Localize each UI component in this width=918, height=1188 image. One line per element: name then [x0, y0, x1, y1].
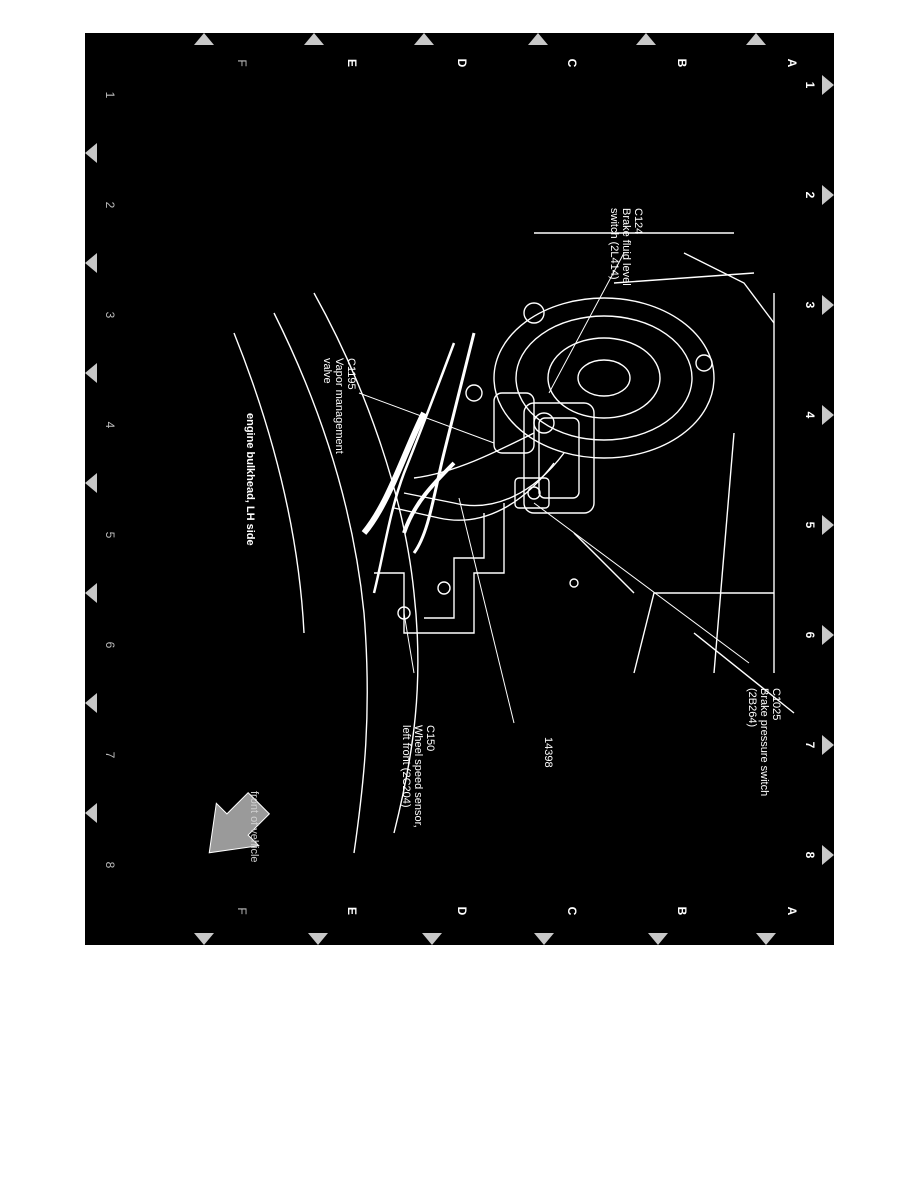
column-label-top-5: 5 — [803, 521, 817, 529]
callout-c1195-code: C1195 — [345, 358, 357, 390]
column-label-bottom-3: 3 — [103, 311, 117, 319]
callout-c1025-desc-1: Brake pressure switch — [758, 688, 770, 797]
front-of-vehicle-label: front of vehicle — [248, 791, 260, 863]
column-label-bottom-4: 4 — [103, 421, 117, 429]
arrow-icon — [208, 791, 271, 854]
callout-c124-code: C124 — [632, 208, 644, 235]
engine-bay-artwork — [85, 33, 834, 945]
column-label-bottom-7: 7 — [103, 751, 117, 759]
column-label-bottom-5: 5 — [103, 531, 117, 539]
row-label-left-a: A — [785, 58, 799, 68]
leader-lines — [358, 252, 750, 724]
callout-c124-desc-2: switch (2L414) — [608, 208, 620, 280]
callout-c1025-desc-2: (2B264) — [746, 688, 758, 728]
row-label-left-f: F — [235, 59, 249, 67]
callout-c150: C150 Wheel speed sensor, left front (2C2… — [400, 725, 436, 828]
column-label-bottom-1: 1 — [103, 91, 117, 99]
callout-c1025-code: C1025 — [770, 688, 782, 721]
rotated-diagram: 1 2 3 4 5 6 7 8 1 2 3 4 5 6 7 8 A B C D … — [85, 33, 834, 945]
diagram-panel: 1 2 3 4 5 6 7 8 1 2 3 4 5 6 7 8 A B C D … — [85, 33, 834, 945]
row-label-right-a: A — [785, 906, 799, 916]
column-label-bottom-6: 6 — [103, 641, 117, 649]
callout-c1025: C1025 Brake pressure switch (2B264) — [746, 688, 782, 796]
callout-c150-desc-1: Wheel speed sensor, — [412, 725, 424, 828]
row-label-left-e: E — [345, 58, 359, 67]
column-label-top-1: 1 — [803, 81, 817, 89]
column-label-bottom-8: 8 — [103, 861, 117, 869]
column-label-top-6: 6 — [803, 631, 817, 639]
callout-14398-code: 14398 — [542, 737, 554, 768]
callout-c124: C124 Brake fluid level switch (2L414) — [608, 208, 644, 286]
column-label-bottom-2: 2 — [103, 201, 117, 209]
row-label-left-b: B — [675, 58, 689, 68]
callout-14398: 14398 — [542, 737, 554, 768]
callout-c1195-desc-2: valve — [321, 358, 333, 384]
grid-markers-right — [194, 933, 776, 945]
column-label-top-4: 4 — [803, 411, 817, 419]
row-label-right-d: D — [455, 906, 469, 916]
grid-markers-top — [822, 75, 834, 865]
diagram-caption: engine bulkhead, LH side — [244, 413, 256, 546]
grid-markers-bottom — [85, 143, 97, 823]
row-label-right-f: F — [235, 907, 249, 915]
column-label-top-3: 3 — [803, 301, 817, 309]
callout-c150-desc-2: left front (2C204) — [400, 725, 412, 808]
row-label-left-c: C — [565, 58, 579, 68]
callout-c1195-desc-1: Vapor management — [333, 358, 345, 454]
engine-bay-lines — [233, 232, 795, 854]
grid-markers-left — [194, 33, 766, 45]
column-label-top-2: 2 — [803, 191, 817, 199]
callout-c124-desc-1: Brake fluid level — [620, 208, 632, 286]
row-label-right-b: B — [675, 906, 689, 916]
row-label-right-e: E — [345, 906, 359, 915]
callout-c1195: C1195 Vapor management valve — [321, 358, 357, 454]
row-label-right-c: C — [565, 906, 579, 916]
column-label-top-7: 7 — [803, 741, 817, 749]
row-label-left-d: D — [455, 58, 469, 68]
column-label-top-8: 8 — [803, 851, 817, 859]
callout-c150-code: C150 — [424, 725, 436, 752]
